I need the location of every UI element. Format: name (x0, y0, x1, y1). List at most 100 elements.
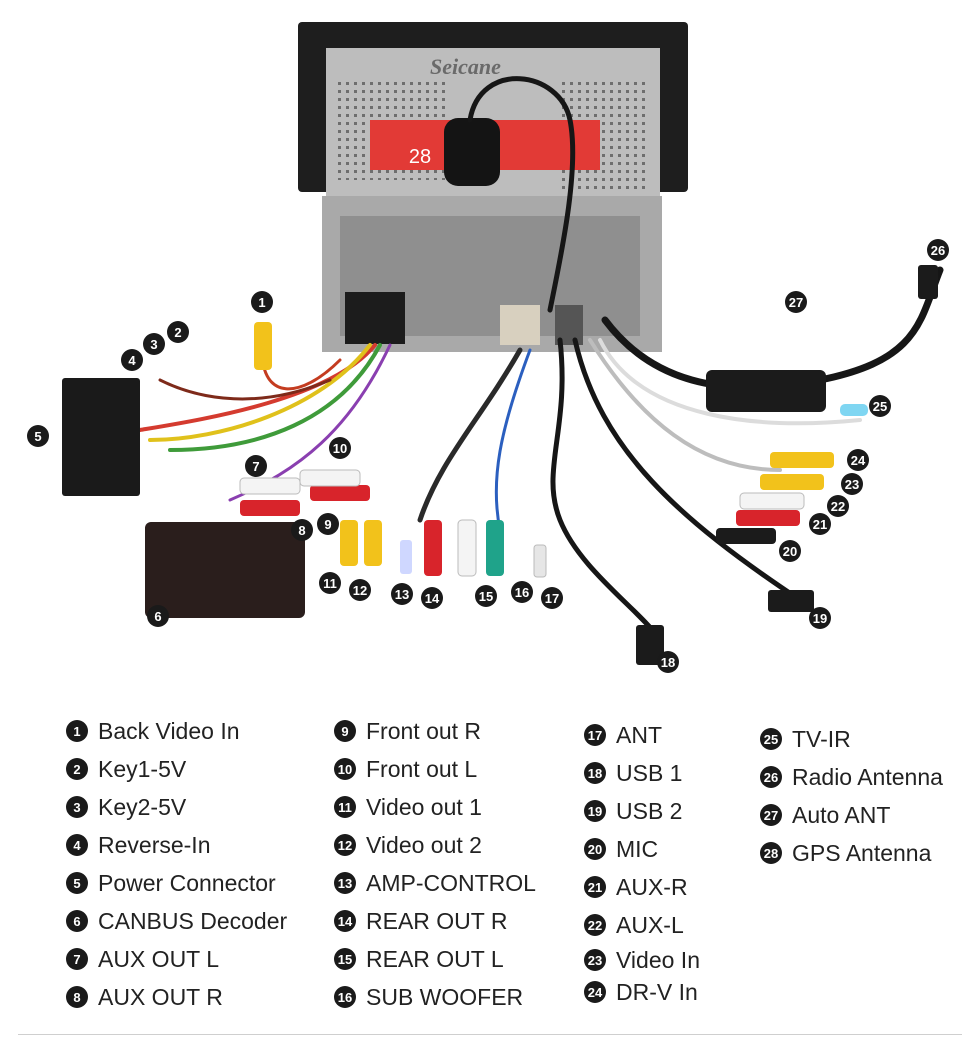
legend-label: REAR OUT L (366, 945, 504, 972)
legend-label: DR-V In (616, 978, 698, 1005)
legend-label: AUX OUT L (98, 945, 219, 972)
legend-label: MIC (616, 835, 659, 862)
usb-2-connector (768, 590, 814, 612)
legend-label: Key1-5V (98, 755, 187, 782)
legend-number: 17 (584, 724, 606, 746)
legend-number: 14 (334, 910, 356, 932)
legend-item: 20 MIC (584, 830, 700, 868)
legend-item: 21 AUX-R (584, 868, 700, 906)
legend-number: 3 (66, 796, 88, 818)
legend-label: Front out R (366, 717, 482, 744)
callout-21: 21 (809, 513, 831, 535)
callout-8: 8 (291, 519, 313, 541)
aux-r-connector (736, 510, 800, 526)
center-socket (500, 305, 540, 345)
legend-label: Reverse-In (98, 831, 211, 858)
gps-antenna-puck (444, 118, 500, 186)
rca-connectors (239, 265, 938, 665)
svg-text:19: 19 (813, 611, 827, 626)
legend-label: Video In (616, 946, 700, 973)
callout-17: 17 (541, 587, 563, 609)
callout-12: 12 (349, 579, 371, 601)
callout-19: 19 (809, 607, 831, 629)
callout-18: 18 (657, 651, 679, 673)
svg-text:23: 23 (845, 477, 859, 492)
legend-item: 24 DR-V In (584, 976, 700, 1008)
legend-number: 1 (66, 720, 88, 742)
callout-22: 22 (827, 495, 849, 517)
aux-out-l-connector (239, 477, 301, 495)
aux-out-r-connector (240, 500, 300, 516)
svg-text:14: 14 (425, 591, 440, 606)
aux-l-connector (739, 492, 805, 510)
tv-ir-probe (840, 404, 868, 416)
callout-26: 26 (927, 239, 949, 261)
rear-out-l-connector (457, 519, 477, 577)
brand-label: Seicane (430, 54, 501, 79)
callout-11: 11 (319, 572, 341, 594)
legend-label: Key2-5V (98, 793, 187, 820)
video-out-1-connector (340, 520, 358, 566)
callout-1: 1 (251, 291, 273, 313)
legend-number: 28 (760, 842, 782, 864)
svg-text:20: 20 (783, 544, 797, 559)
legend-label: Video out 2 (366, 831, 482, 858)
legend-item: 3 Key2-5V (66, 788, 287, 826)
video-out-2-connector (364, 520, 382, 566)
svg-text:21: 21 (813, 517, 827, 532)
callout-25: 25 (869, 395, 891, 417)
svg-text:24: 24 (851, 453, 866, 468)
callout-27: 27 (785, 291, 807, 313)
legend-label: USB 2 (616, 797, 683, 824)
svg-text:25: 25 (873, 399, 887, 414)
callout-16: 16 (511, 581, 533, 603)
legend-item: 17 ANT (584, 716, 700, 754)
legend-label: AUX-R (616, 873, 688, 900)
legend-number: 25 (760, 728, 782, 750)
rear-out-r-connector (424, 520, 442, 576)
legend-label: SUB WOOFER (366, 983, 524, 1010)
amp-control-connector (400, 540, 412, 574)
callout-10: 10 (329, 437, 351, 459)
callout-2: 2 (167, 321, 189, 343)
svg-text:18: 18 (661, 655, 675, 670)
legend-label: REAR OUT R (366, 907, 508, 934)
legend-number: 20 (584, 838, 606, 860)
callout-15: 15 (475, 585, 497, 607)
legend-label: ANT (616, 721, 662, 748)
callout-28: 28 (409, 146, 431, 168)
front-out-l-connector (299, 469, 361, 487)
legend-label: AMP-CONTROL (366, 869, 536, 896)
callout-5: 5 (27, 425, 49, 447)
legend-number: 21 (584, 876, 606, 898)
legend-number: 22 (584, 914, 606, 936)
callout-20: 20 (779, 540, 801, 562)
legend-number: 24 (584, 981, 606, 1003)
legend-number: 8 (66, 986, 88, 1008)
legend-number: 9 (334, 720, 356, 742)
legend-label: Video out 1 (366, 793, 482, 820)
legend-number: 5 (66, 872, 88, 894)
legend-number: 19 (584, 800, 606, 822)
svg-text:11: 11 (323, 576, 337, 591)
svg-text:10: 10 (333, 441, 347, 456)
power-connector (62, 378, 140, 496)
callouts: 1 2 3 4 5 6 7 8 9 10 11 12 13 14 15 16 1… (27, 146, 949, 673)
callout-3: 3 (143, 333, 165, 355)
radio-antenna-plug (918, 265, 938, 299)
svg-text:4: 4 (128, 353, 136, 368)
